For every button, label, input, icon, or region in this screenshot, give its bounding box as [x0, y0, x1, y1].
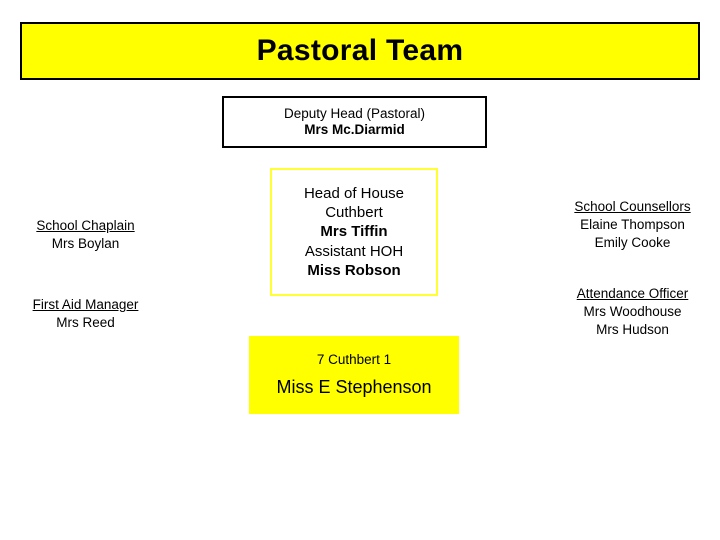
page-title: Pastoral Team — [256, 34, 464, 67]
school-counsellors-group: School Counsellors Elaine Thompson Emily… — [545, 198, 720, 251]
house-name: Cuthbert — [325, 204, 383, 222]
form-tutor-name: Miss E Stephenson — [276, 377, 432, 397]
deputy-head-name: Mrs Mc.Diarmid — [304, 122, 405, 137]
head-of-house-label: Head of House — [303, 185, 405, 203]
first-aid-manager-name: Mrs Reed — [56, 314, 115, 330]
head-of-house-name: Mrs Tiffin — [320, 223, 388, 241]
school-chaplain-name: Mrs Boylan — [51, 235, 120, 251]
title-banner: Pastoral Team — [20, 22, 700, 80]
deputy-head-box: Deputy Head (Pastoral) Mrs Mc.Diarmid — [222, 96, 487, 148]
deputy-head-role: Deputy Head (Pastoral) — [283, 106, 426, 122]
first-aid-manager-heading: First Aid Manager — [32, 297, 139, 312]
form-class-box: 7 Cuthbert 1 Miss E Stephenson — [249, 336, 459, 414]
attendance-officer-name-1: Mrs Woodhouse — [583, 303, 682, 319]
assistant-hoh-label: Assistant HOH — [304, 242, 404, 260]
school-chaplain-heading: School Chaplain — [36, 218, 135, 233]
school-counsellors-heading: School Counsellors — [574, 199, 691, 214]
first-aid-manager-group: First Aid Manager Mrs Reed — [8, 296, 163, 332]
head-of-house-box: Head of House Cuthbert Mrs Tiffin Assist… — [270, 168, 438, 296]
attendance-officer-heading: Attendance Officer — [576, 286, 689, 301]
form-class-code: 7 Cuthbert 1 — [316, 352, 392, 367]
attendance-officer-group: Attendance Officer Mrs Woodhouse Mrs Hud… — [545, 285, 720, 338]
school-counsellor-name-1: Elaine Thompson — [580, 216, 685, 232]
assistant-hoh-name: Miss Robson — [307, 261, 401, 279]
school-counsellor-name-2: Emily Cooke — [594, 234, 671, 250]
attendance-officer-name-2: Mrs Hudson — [596, 321, 669, 337]
school-chaplain-group: School Chaplain Mrs Boylan — [8, 217, 163, 253]
